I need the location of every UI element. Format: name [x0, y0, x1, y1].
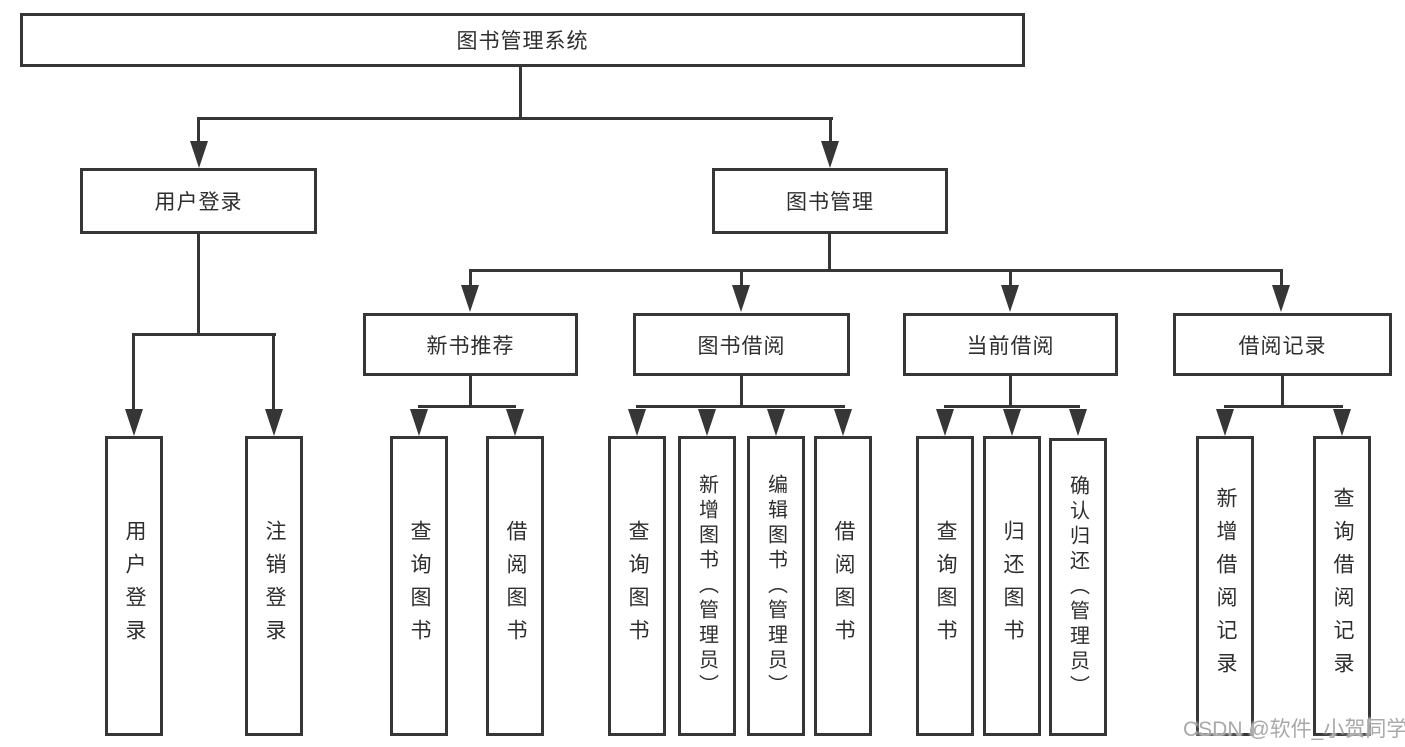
arrowhead-user-login-icon: [190, 141, 208, 168]
leaf-records-query: 查询借阅记录: [1313, 436, 1371, 736]
connector-book-borrow-stem: [740, 376, 743, 407]
connector-drop-user-login: [197, 117, 200, 143]
leaf-borrow-add-admin: 新增图书（管理员）: [678, 436, 736, 736]
arrowhead-logout-leaf-icon: [265, 409, 283, 436]
arrowhead-records-query-icon: [1333, 409, 1351, 436]
arrowhead-current-query-icon: [936, 409, 954, 436]
connector-borrow-records-rail: [1224, 405, 1343, 408]
connector-user-login-stem: [197, 234, 200, 335]
leaf-newbook-borrow: 借阅图书: [486, 436, 544, 736]
leaf-borrow-edit-admin: 编辑图书（管理员）: [747, 436, 805, 736]
leaf-records-add: 新增借阅记录: [1196, 436, 1254, 736]
leaf-records-add-label: 新增借阅记录: [1214, 487, 1237, 685]
connector-drop-book-mgmt: [829, 117, 832, 143]
arrowhead-records-add-icon: [1216, 409, 1234, 436]
arrowhead-borrow-borrow-icon: [834, 409, 852, 436]
connector-borrow-records-stem: [1281, 376, 1284, 407]
leaf-logout-label: 注销登录: [263, 520, 286, 652]
leaf-logout: 注销登录: [245, 436, 303, 736]
leaf-borrow-edit-admin-label: 编辑图书（管理员）: [764, 473, 787, 699]
node-borrow-records: 借阅记录: [1173, 313, 1392, 376]
connector-new-book-rail: [418, 405, 516, 408]
node-book-mgmt: 图书管理: [712, 168, 948, 234]
arrowhead-login-leaf-icon: [125, 409, 143, 436]
arrowhead-borrow-records-icon: [1272, 285, 1290, 312]
connector-current-borrow-stem: [1009, 376, 1012, 407]
leaf-current-confirm-admin: 确认归还（管理员）: [1049, 438, 1107, 736]
node-current-borrow-label: 当前借阅: [966, 334, 1055, 358]
arrowhead-borrow-edit-icon: [767, 409, 785, 436]
connector-drop-new-book: [469, 269, 472, 287]
arrowhead-current-return-icon: [1003, 409, 1021, 436]
arrowhead-borrow-query-icon: [628, 409, 646, 436]
leaf-newbook-query-label: 查询图书: [408, 520, 431, 652]
node-book-borrow-label: 图书借阅: [697, 334, 786, 358]
node-book-mgmt-label: 图书管理: [786, 191, 874, 214]
node-new-book-label: 新书推荐: [426, 334, 515, 358]
leaf-newbook-query: 查询图书: [390, 436, 448, 736]
arrowhead-borrow-add-icon: [698, 409, 716, 436]
leaf-current-return: 归还图书: [983, 436, 1041, 736]
leaf-user-login-label: 用户登录: [123, 520, 146, 652]
leaf-records-query-label: 查询借阅记录: [1331, 487, 1354, 685]
node-new-book: 新书推荐: [363, 313, 578, 376]
arrowhead-current-borrow-icon: [1001, 285, 1019, 312]
arrowhead-book-borrow-icon: [732, 285, 750, 312]
node-root-label: 图书管理系统: [456, 30, 589, 53]
leaf-current-return-label: 归还图书: [1001, 520, 1024, 652]
leaf-newbook-borrow-label: 借阅图书: [504, 520, 527, 652]
arrowhead-newbook-query-icon: [410, 409, 428, 436]
arrowhead-current-confirm-icon: [1069, 409, 1087, 436]
node-user-login-label: 用户登录: [154, 191, 243, 214]
connector-drop-borrow-records: [1280, 269, 1283, 287]
node-borrow-records-label: 借阅记录: [1238, 334, 1327, 358]
connector-book-borrow-rail: [636, 405, 845, 408]
leaf-current-confirm-admin-label: 确认归还（管理员）: [1066, 474, 1089, 700]
node-current-borrow: 当前借阅: [903, 313, 1118, 376]
connector-current-borrow-rail: [944, 405, 1080, 408]
leaf-current-query-label: 查询图书: [934, 520, 957, 652]
connector-root-rail: [197, 117, 833, 120]
node-user-login: 用户登录: [80, 168, 317, 234]
node-root: 图书管理系统: [20, 13, 1025, 67]
leaf-borrow-add-admin-label: 新增图书（管理员）: [695, 473, 718, 699]
connector-book-mgmt-rail: [469, 269, 1282, 272]
arrowhead-new-book-icon: [461, 285, 479, 312]
connector-drop-book-borrow: [740, 269, 743, 287]
connector-user-login-rail: [132, 333, 276, 336]
leaf-borrow-query-label: 查询图书: [626, 520, 649, 652]
leaf-borrow-query: 查询图书: [608, 436, 666, 736]
leaf-borrow-borrow-label: 借阅图书: [832, 520, 855, 652]
connector-drop-current-borrow: [1009, 269, 1012, 287]
arrowhead-newbook-borrow-icon: [506, 409, 524, 436]
leaf-borrow-borrow: 借阅图书: [814, 436, 872, 736]
connector-new-book-stem: [469, 376, 472, 407]
connector-drop-login-leaf: [132, 333, 135, 411]
connector-book-mgmt-stem: [828, 234, 831, 272]
leaf-current-query: 查询图书: [916, 436, 974, 736]
csdn-watermark: CSDN @软件_小贺同学: [1183, 718, 1405, 741]
arrowhead-book-mgmt-icon: [821, 141, 839, 168]
leaf-user-login: 用户登录: [105, 436, 163, 736]
connector-drop-logout-leaf: [272, 333, 275, 411]
connector-root-stem: [519, 67, 522, 118]
node-book-borrow: 图书借阅: [633, 313, 850, 376]
